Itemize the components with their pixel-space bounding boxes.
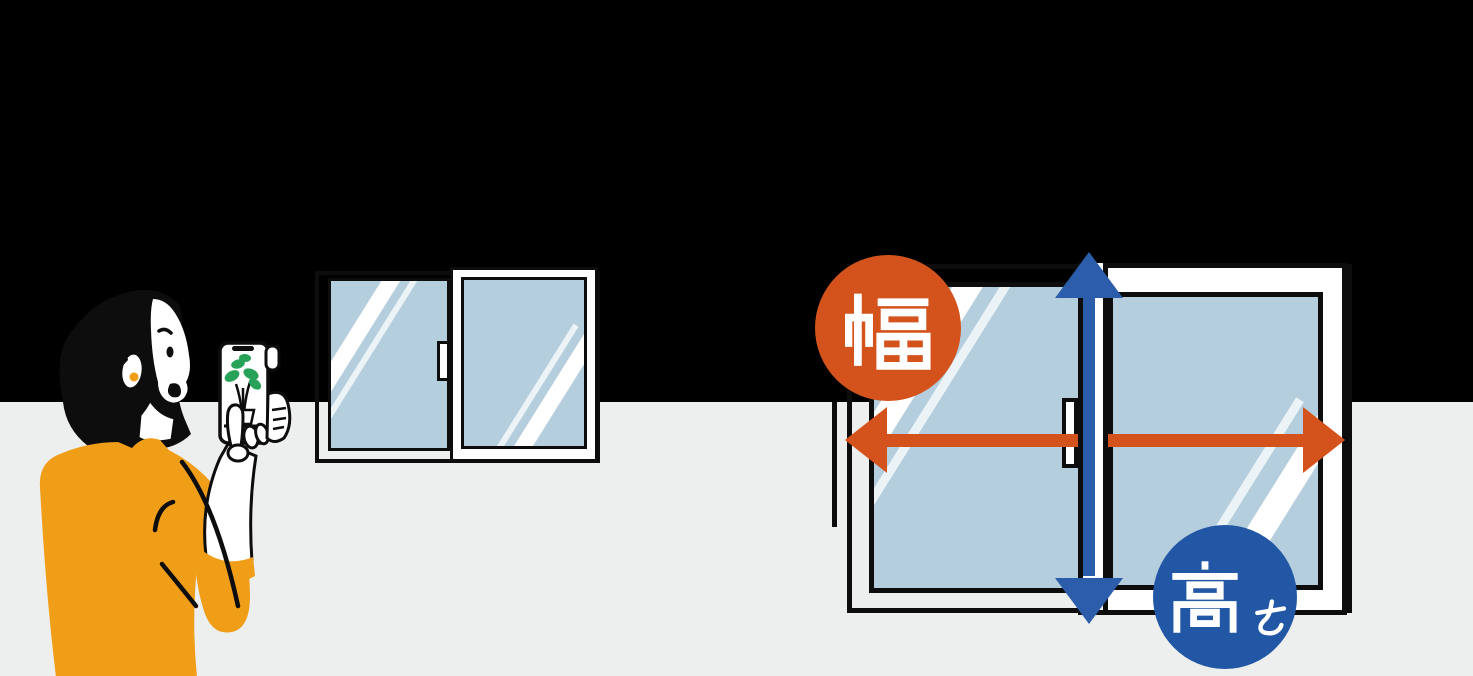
photo-scene: [0, 0, 700, 676]
height-arrow-top-head: [1055, 252, 1123, 298]
photo-window-near-sash: [450, 267, 598, 462]
width-kanji-glyph: [845, 293, 931, 370]
measure-scene: 幅 高さ: [700, 0, 1473, 676]
width-arrow-left-head: [845, 407, 887, 473]
height-badge: 高さ: [1153, 525, 1297, 669]
width-badge: 幅: [815, 255, 961, 401]
sweater-seam-line: [179, 459, 241, 609]
earring: [129, 372, 139, 382]
eyebrow: [157, 327, 173, 335]
armpit-line: [159, 561, 199, 609]
ear: [119, 351, 145, 391]
right-hand: [264, 344, 292, 443]
height-arrow-bottom-head: [1055, 578, 1123, 624]
height-arrow-shaft: [1083, 292, 1095, 576]
height-arrow: [1050, 252, 1128, 624]
sweater-body: [39, 438, 198, 676]
person-illustration: [39, 289, 292, 676]
left-hand: [225, 403, 270, 463]
photo-window-far-pane: [328, 278, 450, 451]
phone-notch: [232, 346, 254, 351]
elbow-fold-line: [152, 499, 176, 533]
photo-window-handle: [437, 341, 450, 381]
mouth: [167, 383, 181, 398]
forearm: [203, 442, 258, 570]
width-arrow-right-head: [1303, 407, 1345, 473]
height-kanji-glyph: [1172, 561, 1238, 633]
window-frame-left-edge: [832, 402, 837, 527]
height-kana-glyph: [1255, 599, 1287, 636]
photo-window-near-glass: [461, 277, 587, 449]
measured-window-handle: [1062, 398, 1078, 468]
eye: [166, 346, 174, 358]
hair-sideburn: [113, 349, 128, 372]
